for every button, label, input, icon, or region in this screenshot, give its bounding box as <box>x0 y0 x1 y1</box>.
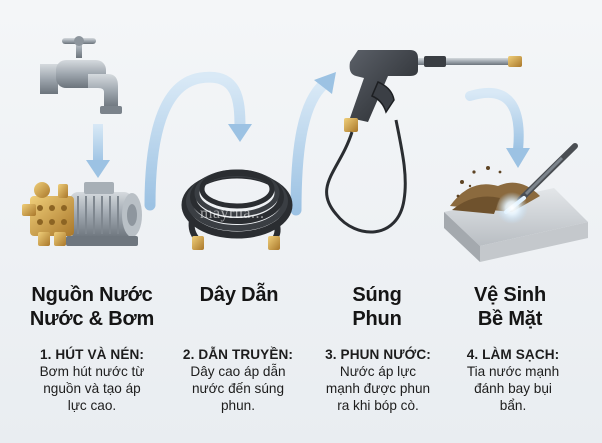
stage-2-description: 2. DẪN TRUYỀN: Dây cao áp dẫn nước đến s… <box>163 346 313 414</box>
dirty-surface-cleaning-icon <box>444 143 588 262</box>
arrowhead-into-surface <box>506 148 530 168</box>
stage-4-title: Vệ Sinh Bề Mặt <box>474 284 546 330</box>
stage-1-description: 1. HÚT VÀ NÉN: Bơm hút nước từ nguồn và … <box>17 346 167 414</box>
flow-arrow-gun-to-surface <box>465 87 524 155</box>
flow-arrow-pump-to-hose <box>144 71 246 211</box>
watermark-text: mayrua... <box>200 205 265 222</box>
spray-gun-icon <box>344 50 522 132</box>
stage-3-title: Súng Phun <box>352 284 402 330</box>
flow-arrow-hose-to-gun <box>290 78 330 216</box>
stage-1-title: Nguồn Nước Nước & Bơm <box>29 284 155 330</box>
stage-4-description: 4. LÀM SẠCH: Tia nước mạnh đánh bay bụi … <box>438 346 588 414</box>
hose-fittings <box>192 236 280 250</box>
stage-2-step-heading: 2. DẪN TRUYỀN: <box>182 347 294 362</box>
flow-arrow-faucet-to-pump <box>86 124 110 178</box>
stage-3-description: 3. PHUN NƯỚC: Nước áp lực mạnh được phun… <box>303 346 453 414</box>
stage-2-title: Dây Dẫn <box>199 284 279 306</box>
arrowhead-into-gun <box>314 72 336 94</box>
pump-icon <box>22 182 142 246</box>
stage-1-step-heading: 1. HÚT VÀ NÉN: <box>39 347 145 362</box>
stage-3-step-heading: 3. PHUN NƯỚC: <box>325 347 431 362</box>
arrowhead-into-hose <box>228 124 252 142</box>
coiled-hose-icon <box>181 169 293 243</box>
gun-hose-icon <box>325 119 407 234</box>
faucet-icon <box>40 36 122 114</box>
stage-4-step-heading: 4. LÀM SẠCH: <box>466 347 560 362</box>
